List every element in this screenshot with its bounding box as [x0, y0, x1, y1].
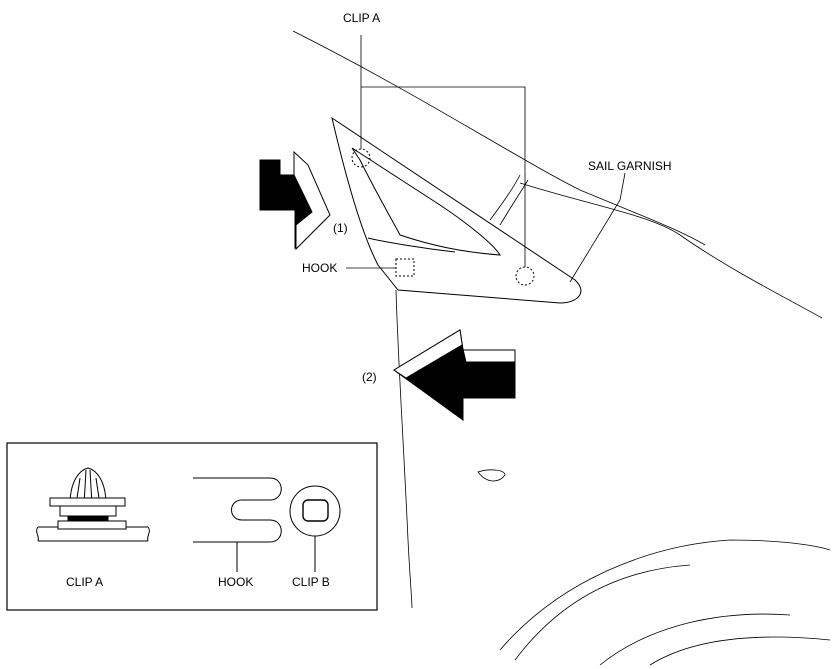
- clip-a-leader: [360, 35, 526, 267]
- window-line-short: [489, 174, 521, 221]
- wheel-arch-inner: [514, 564, 691, 661]
- clip-a-location-2: [515, 266, 535, 286]
- inset-clip-b-label: CLIP B: [292, 575, 330, 589]
- step-1-label: (1): [333, 221, 348, 235]
- wheel-arch-outer: [499, 539, 831, 651]
- detail-inset: CLIP A HOOK CLIP B: [6, 442, 378, 611]
- sail-garnish-part: [331, 116, 582, 304]
- sail-garnish-label: SAIL GARNISH: [588, 159, 672, 173]
- inset-clip-a-label: CLIP A: [66, 575, 103, 589]
- inset-hook-label: HOOK: [218, 575, 253, 589]
- hook-label: HOOK: [302, 261, 337, 275]
- windshield-edge-line: [292, 30, 706, 246]
- arrow-2-light-face: [393, 329, 516, 379]
- tire-arc-1: [599, 613, 791, 666]
- clip-b-fastener-icon: [289, 485, 341, 572]
- window-line-short-2: [499, 179, 529, 226]
- sail-garnish-leader: [569, 172, 626, 283]
- arrow-2: [393, 329, 516, 421]
- clip-b-inner-square: [302, 499, 329, 522]
- clip-a-location-1: [351, 148, 371, 168]
- sail-garnish-outline: [331, 116, 582, 304]
- leader-lines: [346, 35, 626, 283]
- door-handle-recess: [477, 469, 506, 482]
- fender-vertical-line: [395, 289, 413, 609]
- sail-garnish-inner-line: [367, 237, 456, 253]
- arrow-1-light-face: [293, 150, 331, 251]
- clip-a-dome: [69, 467, 107, 506]
- hook-fastener-icon: [193, 477, 282, 572]
- sail-garnish-inner-cutout: [351, 147, 501, 256]
- arrow-1: [259, 150, 331, 251]
- hook-shape: [193, 477, 282, 543]
- tire-arc-2: [649, 636, 831, 666]
- clip-a-label: CLIP A: [343, 11, 380, 25]
- hook-location: [395, 258, 415, 277]
- step-2-label: (2): [362, 370, 377, 384]
- clip-a-fastener-icon: [36, 467, 150, 542]
- vehicle-body-outline: [292, 30, 831, 666]
- a-pillar-line: [519, 182, 823, 319]
